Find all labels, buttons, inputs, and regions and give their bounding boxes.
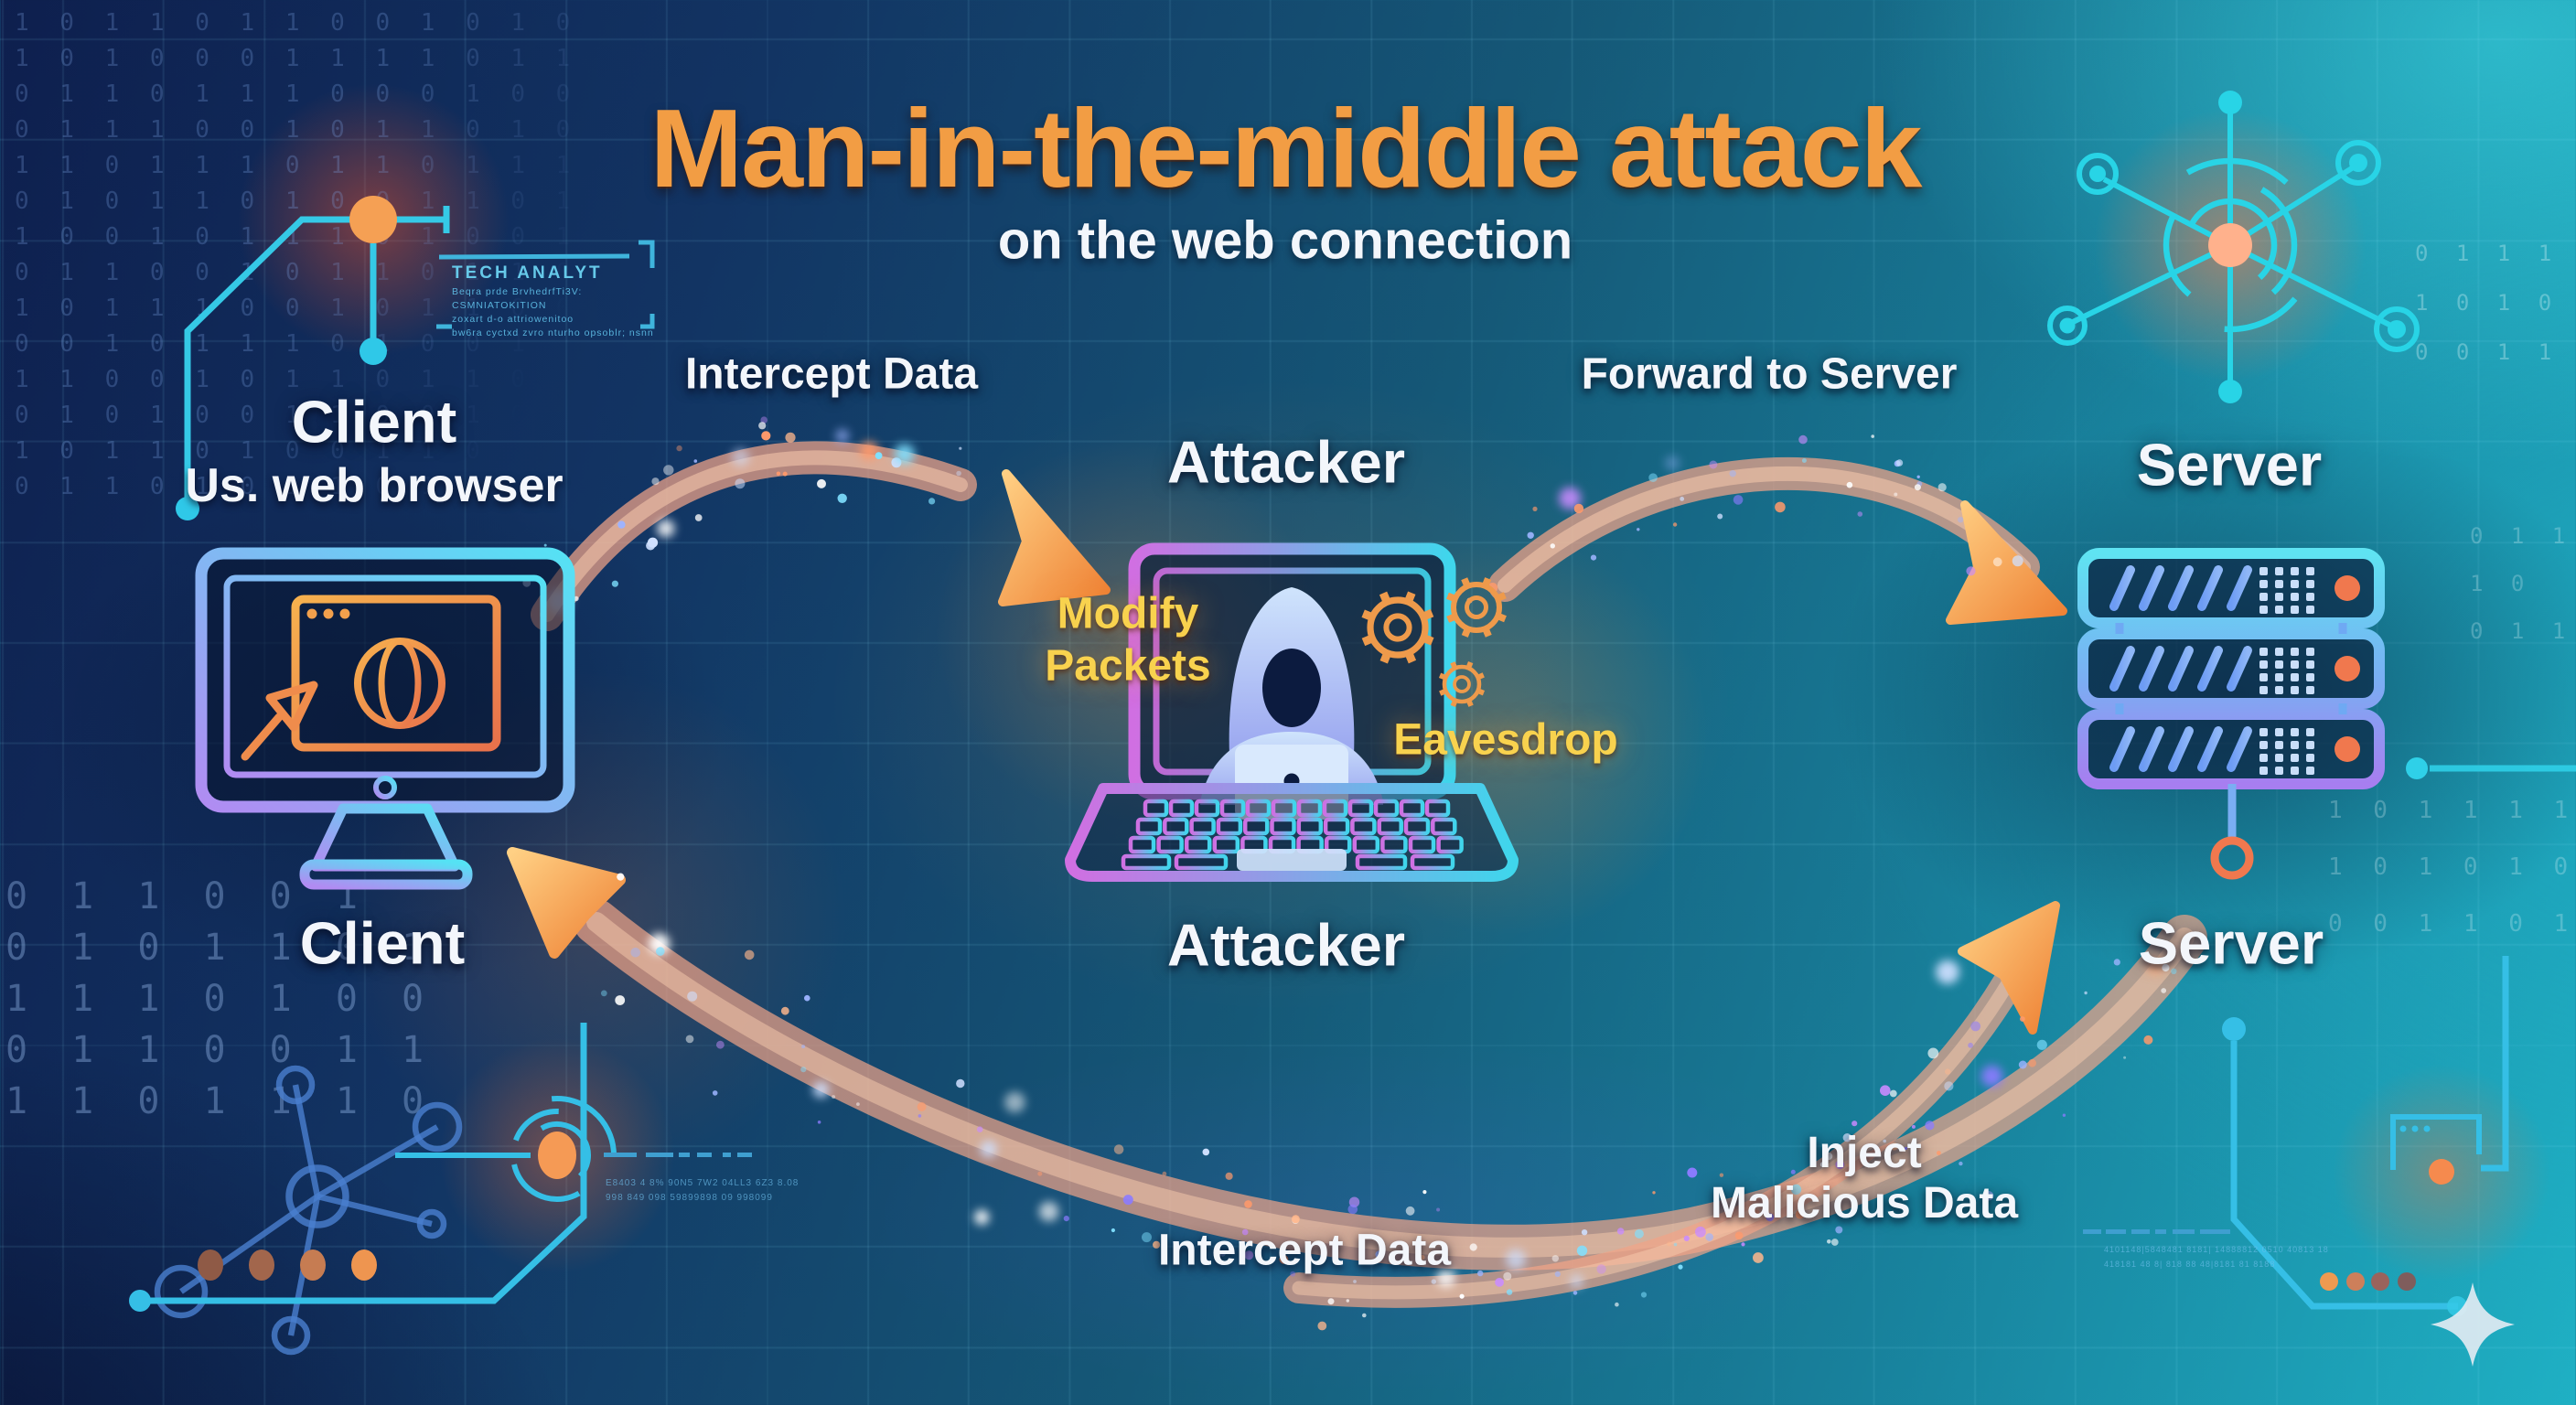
tech-panel-title: TECH ANALYT xyxy=(452,263,603,283)
globe-icon xyxy=(354,638,445,729)
server-network-node xyxy=(2210,836,2254,880)
laptop-trackpad xyxy=(1237,849,1347,871)
tech-panel-frame xyxy=(436,240,655,329)
cursor-icon xyxy=(241,681,318,761)
attacker-action-modify: Modify Packets xyxy=(1045,589,1211,690)
server-link-dot xyxy=(2406,757,2428,779)
sparkle-star-icon xyxy=(2431,1282,2515,1367)
arrow-inject-to-server xyxy=(1299,901,2060,1292)
circuit-trace-bottom-left xyxy=(146,1023,587,1304)
hud-dashes-left xyxy=(604,1153,752,1157)
tech-panel-body: Beqra prde BrvhedrfTi3V: CSMNIATOKITION … xyxy=(452,286,654,338)
trace-end-dot xyxy=(129,1290,151,1312)
gears-icon xyxy=(1361,577,1507,708)
circuit-trace-bottom-right xyxy=(2230,956,2509,1310)
attacker-label-bottom: Attacker xyxy=(1166,911,1406,979)
client-monitor-icon xyxy=(195,547,575,890)
node-dot-orange xyxy=(349,196,397,243)
server-label-bottom: Server xyxy=(2138,909,2324,977)
molecule-icon xyxy=(154,1065,463,1356)
alert-dot-orange xyxy=(2429,1159,2454,1185)
hud-dashes-right xyxy=(2083,1229,2230,1234)
flow-label-intercept-bottom: Intercept Data xyxy=(1157,1226,1452,1275)
circuit-trace-top-left xyxy=(184,206,450,501)
radar-target-icon xyxy=(498,1096,617,1215)
corner-hud-text: 4101148|5848481 8181| 14888812 0510 4081… xyxy=(2104,1245,2329,1269)
server-rack-icon xyxy=(2077,548,2576,880)
trace-start-dot xyxy=(2222,1017,2246,1041)
arrow-attacker-to-server xyxy=(1505,474,2067,625)
client-label-top: Client xyxy=(291,388,457,456)
node-dot-cyan xyxy=(360,338,387,365)
monitor-camera-dot xyxy=(373,776,397,799)
flow-label-inject: Inject Malicious Data xyxy=(1710,1129,2019,1228)
flow-label-forward: Forward to Server xyxy=(1581,349,1958,399)
target-hud-text: E8403 4 8% 90N5 7W2 04LL3 6Z3 8.08 998 8… xyxy=(606,1178,800,1203)
page-title: Man-in-the-middle attack xyxy=(649,86,1922,210)
network-hub-icon xyxy=(2047,91,2420,403)
status-dots-left xyxy=(198,1249,377,1281)
browser-window-icon xyxy=(291,595,501,752)
server-rack-decor xyxy=(2109,565,2360,775)
node-dot-cyan xyxy=(176,497,199,520)
arrow-client-to-attacker xyxy=(547,457,1111,615)
laptop-keyboard xyxy=(1121,799,1464,871)
status-dots-right xyxy=(2320,1272,2416,1291)
flow-label-intercept-top: Intercept Data xyxy=(684,349,979,399)
attacker-action-eavesdrop: Eavesdrop xyxy=(1393,715,1618,765)
attacker-label-top: Attacker xyxy=(1166,428,1406,496)
arrowhead-inject xyxy=(1958,901,2060,1035)
attacker-laptop-icon xyxy=(1065,542,1519,882)
arrowhead-to-client xyxy=(507,847,626,959)
client-label-bottom: Client xyxy=(299,909,466,977)
client-sublabel: Us. web browser xyxy=(185,459,564,512)
arrowhead-to-server xyxy=(1946,500,2067,625)
arrow-server-to-client xyxy=(507,847,2184,1248)
arrowhead-to-attacker xyxy=(998,469,1111,606)
page-subtitle: on the web connection xyxy=(997,210,1573,271)
server-label-top: Server xyxy=(2136,431,2323,499)
